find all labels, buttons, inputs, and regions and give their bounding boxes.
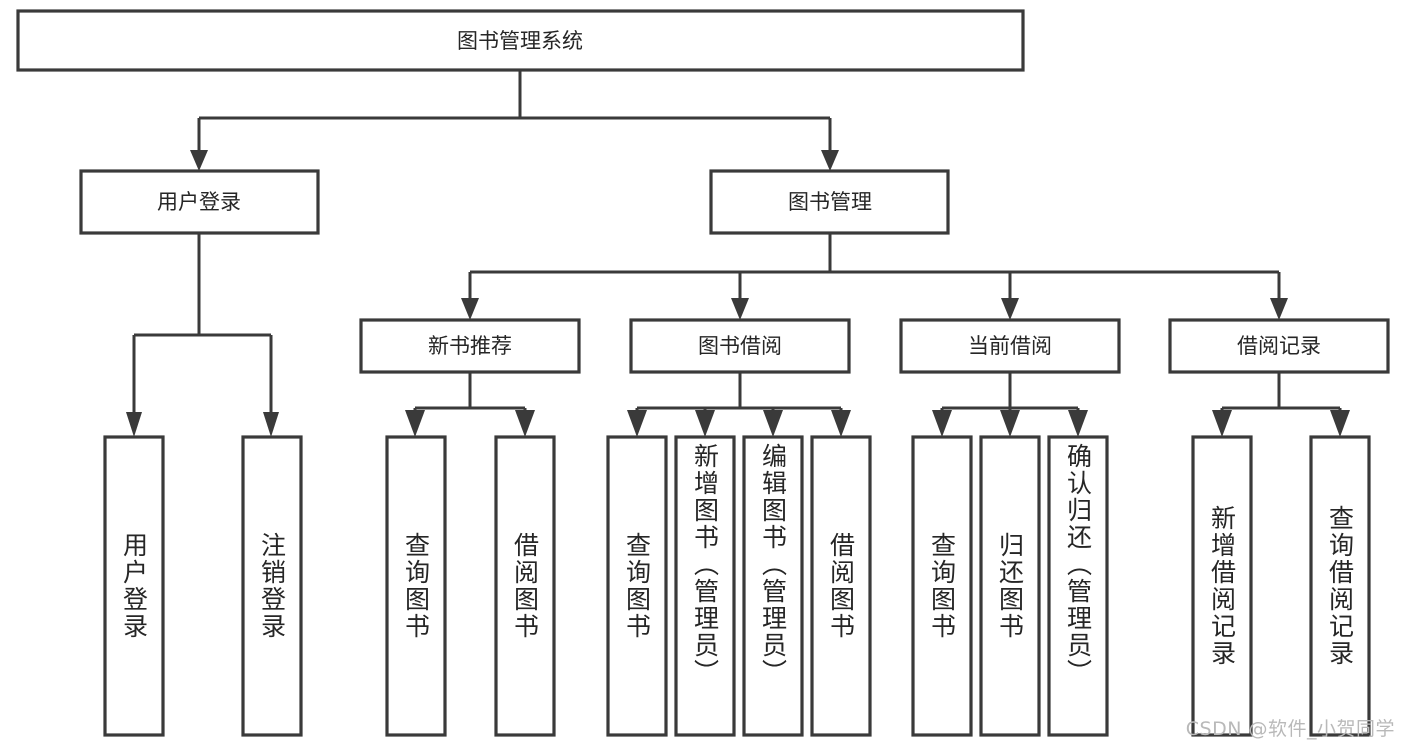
connector-group-current-borrow bbox=[932, 372, 1088, 437]
arrowhead-leaf-return-book bbox=[1000, 410, 1020, 437]
arrowhead-current-borrow bbox=[1001, 298, 1019, 320]
connector-group-borrow-record bbox=[1212, 372, 1350, 437]
arrowhead-leaf-query-book-1 bbox=[405, 410, 425, 437]
arrowhead-leaf-user-login bbox=[126, 412, 142, 437]
arrowhead-leaf-query-book-3 bbox=[932, 410, 952, 437]
node-book-manage-box[interactable] bbox=[709, 169, 950, 235]
node-current-borrow-box[interactable] bbox=[899, 318, 1121, 374]
node-root[interactable]: 图书管理系统 bbox=[16, 9, 1025, 72]
leaf-logout-login-box[interactable] bbox=[241, 435, 303, 737]
node-borrow-record[interactable]: 借阅记录 bbox=[1168, 318, 1390, 374]
arrowhead-leaf-logout-login bbox=[263, 412, 279, 437]
arrowhead-leaf-edit-book bbox=[763, 410, 783, 437]
leaf-query-book-1-box[interactable] bbox=[385, 435, 447, 737]
leaf-borrow-book-1-box[interactable] bbox=[494, 435, 556, 737]
node-current-borrow-label: 当前借阅 bbox=[968, 334, 1052, 358]
arrowhead-borrow-record bbox=[1270, 298, 1288, 320]
arrowhead-leaf-query-book-2 bbox=[627, 410, 647, 437]
arrowhead-book-borrow bbox=[731, 298, 749, 320]
leaf-return-book-box[interactable] bbox=[979, 435, 1041, 737]
node-root-label: 图书管理系统 bbox=[457, 29, 583, 53]
leaf-query-record-box[interactable] bbox=[1309, 435, 1371, 737]
node-user-login-label: 用户登录 bbox=[157, 190, 241, 214]
leaf-confirm-return-box[interactable] bbox=[1047, 435, 1109, 737]
connector-group-book-manage bbox=[461, 233, 1288, 320]
node-book-manage[interactable]: 图书管理 bbox=[709, 169, 950, 235]
connector-group-book-borrow bbox=[627, 372, 851, 437]
connector-group-root bbox=[190, 70, 839, 171]
node-book-borrow[interactable]: 图书借阅 bbox=[629, 318, 851, 374]
arrowhead-book-manage bbox=[821, 150, 839, 171]
arrowhead-leaf-borrow-book-2 bbox=[831, 410, 851, 437]
node-user-login[interactable]: 用户登录 bbox=[79, 169, 320, 235]
leaf-query-book-2-box[interactable] bbox=[606, 435, 668, 737]
leaf-edit-book-box[interactable] bbox=[742, 435, 804, 737]
arrowhead-leaf-confirm-return bbox=[1068, 410, 1088, 437]
arrowhead-user-login bbox=[190, 150, 208, 171]
csdn-watermark: CSDN @软件_小贺同学 bbox=[1185, 718, 1395, 740]
connector-group-new-book-recommend bbox=[405, 372, 535, 437]
arrowhead-leaf-borrow-book-1 bbox=[515, 410, 535, 437]
node-book-manage-label: 图书管理 bbox=[788, 190, 872, 214]
leaf-add-record-box[interactable] bbox=[1191, 435, 1253, 737]
arrowhead-leaf-query-record bbox=[1330, 410, 1350, 437]
arrowhead-leaf-add-record bbox=[1212, 410, 1232, 437]
arrowhead-new-book-recommend bbox=[461, 298, 479, 320]
node-book-borrow-box[interactable] bbox=[629, 318, 851, 374]
leaf-boxes bbox=[103, 435, 1371, 737]
arrowhead-leaf-add-book bbox=[695, 410, 715, 437]
leaf-add-book-box[interactable] bbox=[674, 435, 736, 737]
leaf-borrow-book-2-box[interactable] bbox=[810, 435, 872, 737]
leaf-user-login-box[interactable] bbox=[103, 435, 165, 737]
node-borrow-record-label: 借阅记录 bbox=[1237, 334, 1321, 358]
node-book-borrow-label: 图书借阅 bbox=[698, 334, 782, 358]
connector-group-user-login bbox=[126, 233, 279, 437]
node-new-book-recommend-box[interactable] bbox=[359, 318, 581, 374]
node-current-borrow[interactable]: 当前借阅 bbox=[899, 318, 1121, 374]
node-user-login-box[interactable] bbox=[79, 169, 320, 235]
leaf-query-book-3-box[interactable] bbox=[911, 435, 973, 737]
node-new-book-recommend-label: 新书推荐 bbox=[428, 334, 512, 358]
node-root-box[interactable] bbox=[16, 9, 1025, 72]
node-new-book-recommend[interactable]: 新书推荐 bbox=[359, 318, 581, 374]
node-borrow-record-box[interactable] bbox=[1168, 318, 1390, 374]
